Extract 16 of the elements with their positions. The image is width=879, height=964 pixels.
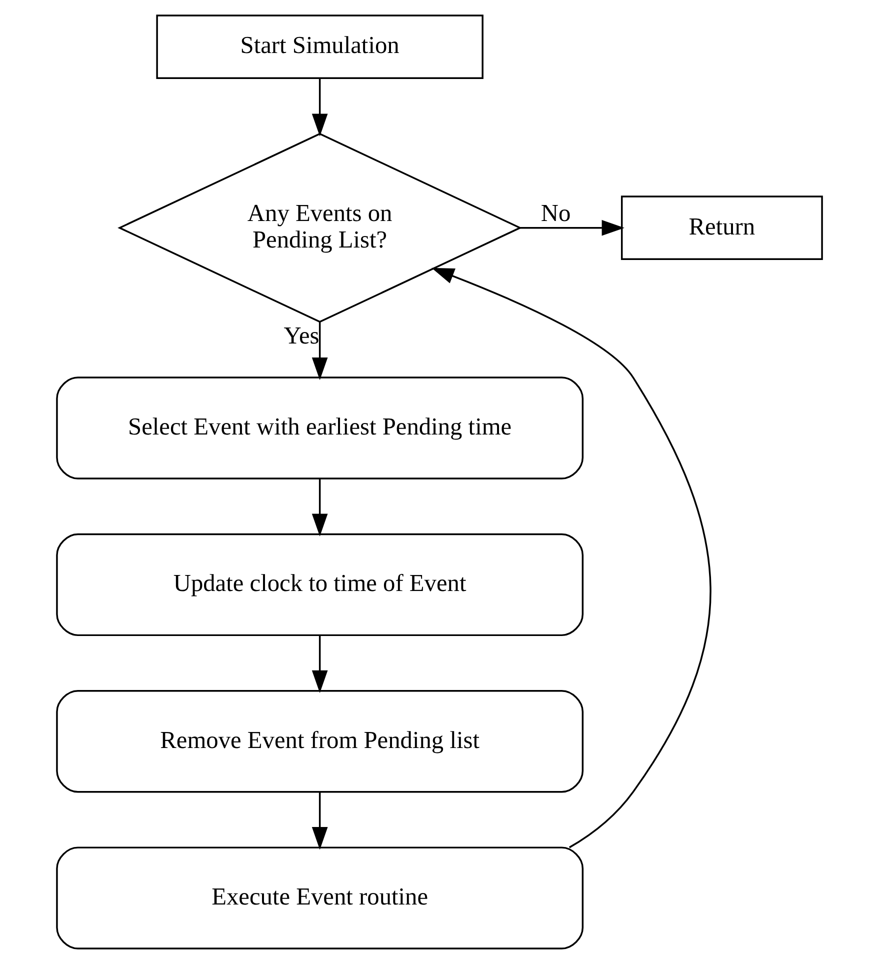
- edge-label: Yes: [284, 322, 320, 350]
- node-box: Update clock to time of Event: [56, 533, 584, 636]
- node-diamond: Any Events on Pending List?: [118, 132, 522, 323]
- arrow: [312, 78, 328, 136]
- arrow: [312, 792, 328, 850]
- node-box: Execute Event routine: [56, 846, 584, 950]
- arrow: [312, 322, 328, 380]
- node-box: Start Simulation: [156, 14, 484, 79]
- arrow: [432, 268, 712, 848]
- node-box: Return: [620, 196, 823, 260]
- node-box: Remove Event from Pending list: [56, 690, 584, 793]
- arrow: [312, 636, 328, 694]
- arrow: [520, 220, 624, 236]
- arrow: [312, 479, 328, 536]
- edge-label: No: [540, 200, 571, 228]
- node-box: Select Event with earliest Pending time: [56, 376, 584, 480]
